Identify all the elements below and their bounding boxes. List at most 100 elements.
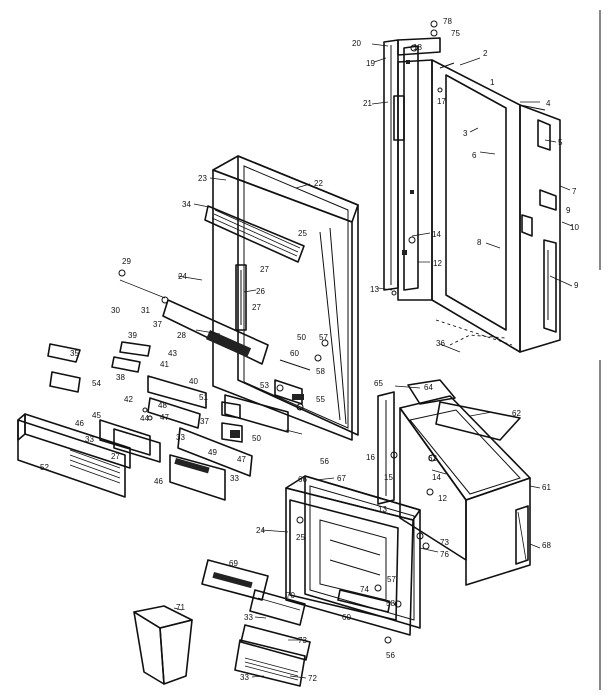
callout-5: 5 bbox=[558, 138, 563, 147]
fresh-food-door bbox=[162, 155, 359, 477]
callout-69: 69 bbox=[229, 559, 238, 568]
callout-72: 72 bbox=[308, 674, 317, 683]
callout-37: 37 bbox=[153, 320, 162, 329]
callout-39: 39 bbox=[128, 331, 137, 340]
callout-58: 58 bbox=[316, 367, 325, 376]
callout-63: 63 bbox=[428, 454, 437, 463]
callout-42: 42 bbox=[124, 395, 133, 404]
callout-57: 57 bbox=[319, 333, 328, 342]
callout-27: 27 bbox=[260, 265, 269, 274]
callout-30: 30 bbox=[111, 306, 120, 315]
callout-17: 17 bbox=[437, 97, 446, 106]
callout-29: 29 bbox=[122, 257, 131, 266]
freezer-cabinet bbox=[377, 379, 531, 586]
callout-25: 25 bbox=[298, 229, 307, 238]
callout-56: 56 bbox=[320, 457, 329, 466]
callout-10: 10 bbox=[570, 223, 579, 232]
callout-15: 15 bbox=[384, 473, 393, 482]
callout-53: 53 bbox=[260, 381, 269, 390]
callout-73b: 73 bbox=[298, 636, 307, 645]
callout-9b: 9 bbox=[574, 281, 579, 290]
callout-46b: 46 bbox=[154, 477, 163, 486]
callout-19: 19 bbox=[366, 59, 375, 68]
callout-56b: 56 bbox=[386, 651, 395, 660]
callout-18: 18 bbox=[413, 43, 422, 52]
callout-62: 62 bbox=[512, 409, 521, 418]
callout-44: 44 bbox=[140, 414, 149, 423]
callout-57b: 57 bbox=[387, 575, 396, 584]
callout-14b: 14 bbox=[432, 473, 441, 482]
callout-24b: 24 bbox=[256, 526, 265, 535]
callout-2: 2 bbox=[483, 49, 488, 58]
callout-68: 68 bbox=[542, 541, 551, 550]
callout-47b: 47 bbox=[237, 455, 246, 464]
callout-33b: 33 bbox=[85, 435, 94, 444]
callout-66: 66 bbox=[298, 475, 307, 484]
callout-12b: 12 bbox=[438, 494, 447, 503]
callout-51: 51 bbox=[199, 393, 208, 402]
callout-6: 6 bbox=[472, 151, 477, 160]
callout-35: 35 bbox=[70, 349, 79, 358]
callout-40: 40 bbox=[189, 377, 198, 386]
callout-76: 76 bbox=[440, 550, 449, 559]
callout-47: 47 bbox=[160, 413, 169, 422]
callout-23: 23 bbox=[198, 174, 207, 183]
callout-27b: 27 bbox=[252, 303, 261, 312]
callout-71: 71 bbox=[176, 603, 185, 612]
callout-7: 7 bbox=[572, 187, 577, 196]
callout-73: 73 bbox=[440, 538, 449, 547]
callout-75: 75 bbox=[451, 29, 460, 38]
callout-50: 50 bbox=[297, 333, 306, 342]
callout-33c: 33 bbox=[230, 474, 239, 483]
callout-13: 13 bbox=[370, 285, 379, 294]
callout-31: 31 bbox=[141, 306, 150, 315]
callout-26: 26 bbox=[256, 287, 265, 296]
callout-55: 55 bbox=[316, 395, 325, 404]
callout-34: 34 bbox=[182, 200, 191, 209]
callout-9: 9 bbox=[566, 206, 571, 215]
callout-3: 3 bbox=[463, 129, 468, 138]
callout-49: 49 bbox=[208, 448, 217, 457]
callout-14: 14 bbox=[432, 230, 441, 239]
freezer-door bbox=[285, 475, 421, 644]
top-hinge bbox=[397, 20, 455, 93]
callout-50b: 50 bbox=[252, 434, 261, 443]
callout-70: 70 bbox=[286, 591, 295, 600]
leader-lines bbox=[173, 43, 573, 679]
fresh-food-cabinet-frame bbox=[397, 59, 561, 353]
callout-52: 52 bbox=[40, 463, 49, 472]
callout-numbers: 78 75 20 18 2 19 1 17 4 21 3 5 6 7 9 10 … bbox=[40, 17, 579, 683]
callout-58b: 58 bbox=[386, 599, 395, 608]
callout-22: 22 bbox=[314, 179, 323, 188]
callout-33d: 33 bbox=[244, 613, 253, 622]
callout-78: 78 bbox=[443, 17, 452, 26]
callout-38: 38 bbox=[116, 373, 125, 382]
callout-25b: 25 bbox=[296, 533, 305, 542]
callout-12: 12 bbox=[433, 259, 442, 268]
callout-60b: 60 bbox=[342, 613, 351, 622]
callout-13b: 13 bbox=[378, 505, 387, 514]
callout-65: 65 bbox=[374, 379, 383, 388]
callout-27c: 27 bbox=[111, 452, 120, 461]
callout-24: 24 bbox=[178, 272, 187, 281]
callout-41: 41 bbox=[160, 360, 169, 369]
callout-28: 28 bbox=[177, 331, 186, 340]
callout-8: 8 bbox=[477, 238, 482, 247]
callout-60: 60 bbox=[290, 349, 299, 358]
callout-61: 61 bbox=[542, 483, 551, 492]
callout-33: 33 bbox=[176, 433, 185, 442]
callout-48: 48 bbox=[158, 401, 167, 410]
freezer-door-bins bbox=[133, 559, 311, 687]
callout-36: 36 bbox=[436, 339, 445, 348]
callout-67: 67 bbox=[337, 474, 346, 483]
callout-20: 20 bbox=[352, 39, 361, 48]
door-shelf-group bbox=[17, 269, 329, 501]
hinge-rail bbox=[383, 39, 419, 296]
callout-64: 64 bbox=[424, 383, 433, 392]
connecting-dashes bbox=[449, 334, 506, 346]
callout-33e: 33 bbox=[240, 673, 249, 682]
callout-21: 21 bbox=[363, 99, 372, 108]
callout-46: 46 bbox=[75, 419, 84, 428]
callout-74: 74 bbox=[360, 585, 369, 594]
